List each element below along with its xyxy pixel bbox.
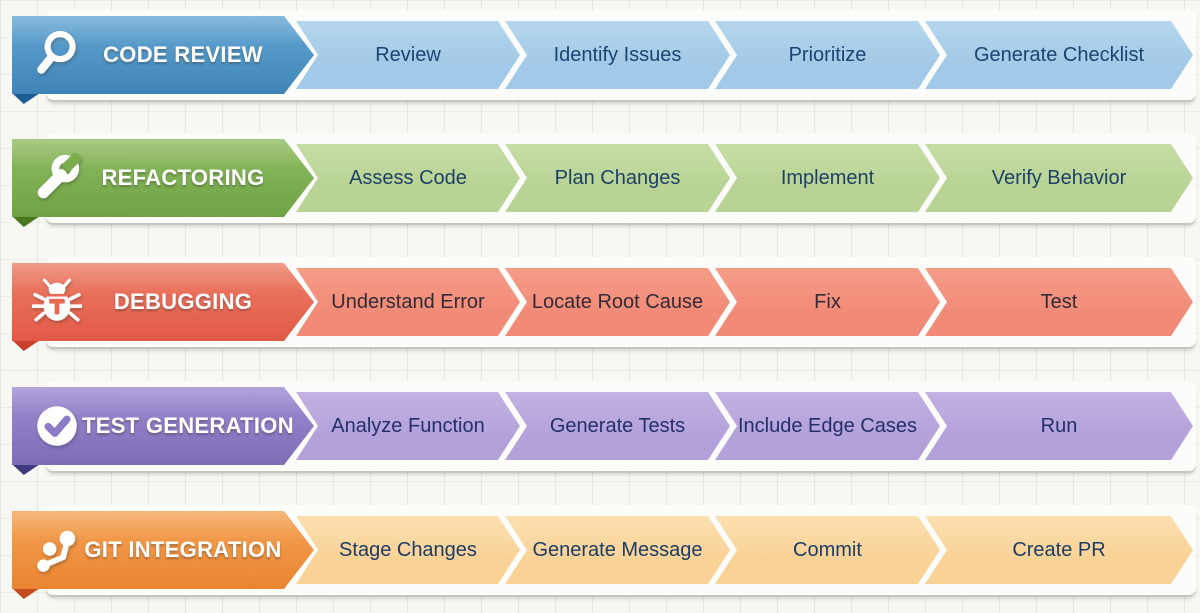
step-label: Run — [1040, 414, 1078, 437]
step: Include Edge Cases — [715, 392, 940, 460]
workflow-row-test-generation: TEST GENERATION Analyze Function Generat… — [0, 381, 1200, 481]
step-label: Implement — [780, 166, 875, 189]
step-label: Assess Code — [349, 166, 467, 189]
step: Stage Changes — [296, 516, 520, 584]
step: Run — [925, 392, 1193, 460]
step-label: Generate Tests — [549, 414, 686, 437]
header-debugging: DEBUGGING — [12, 263, 314, 341]
header-label: TEST GENERATION — [82, 413, 294, 438]
step: Create PR — [925, 516, 1193, 584]
wrench-icon — [32, 153, 82, 203]
step-label: Plan Changes — [554, 166, 681, 189]
workflow-row-refactoring: REFACTORING Assess Code Plan Changes Imp… — [0, 133, 1200, 233]
step-label: Test — [1040, 290, 1078, 313]
step-label: Locate Root Cause — [531, 290, 704, 313]
step-label: Verify Behavior — [991, 166, 1127, 189]
ribbon-fold — [12, 588, 40, 599]
header-label: REFACTORING — [101, 165, 265, 190]
step-label: Create PR — [1012, 538, 1106, 561]
header-label: DEBUGGING — [113, 289, 253, 314]
step: Generate Message — [505, 516, 730, 584]
step: Prioritize — [715, 21, 940, 89]
step: Verify Behavior — [925, 144, 1193, 212]
header-code-review: CODE REVIEW — [12, 16, 314, 94]
header-test-generation: TEST GENERATION — [12, 387, 314, 465]
header-label: CODE REVIEW — [103, 42, 263, 67]
step: Understand Error — [296, 268, 520, 336]
step: Analyze Function — [296, 392, 520, 460]
step-label: Understand Error — [331, 290, 485, 313]
step: Implement — [715, 144, 940, 212]
step: Locate Root Cause — [505, 268, 730, 336]
step-label: Fix — [814, 290, 841, 313]
step: Generate Tests — [505, 392, 730, 460]
check-circle-icon — [32, 401, 82, 451]
step-label: Analyze Function — [331, 414, 485, 437]
header-label: GIT INTEGRATION — [84, 537, 282, 562]
git-branch-icon — [32, 525, 82, 575]
step-label: Stage Changes — [339, 538, 477, 561]
workflow-row-git-integration: GIT INTEGRATION Stage Changes Generate M… — [0, 505, 1200, 605]
workflow-row-debugging: DEBUGGING Understand Error Locate Root C… — [0, 257, 1200, 357]
step: Test — [925, 268, 1193, 336]
step: Plan Changes — [505, 144, 730, 212]
bug-icon — [32, 277, 82, 327]
magnifier-icon — [32, 30, 82, 80]
ribbon-fold — [12, 340, 40, 351]
ribbon-fold — [12, 464, 40, 475]
header-git-integration: GIT INTEGRATION — [12, 511, 314, 589]
step: Assess Code — [296, 144, 520, 212]
ribbon-fold — [12, 216, 40, 227]
step-label: Review — [375, 43, 441, 66]
step-label: Include Edge Cases — [737, 414, 917, 437]
step-label: Commit — [793, 538, 862, 561]
step: Identify Issues — [505, 21, 730, 89]
header-refactoring: REFACTORING — [12, 139, 314, 217]
step-label: Prioritize — [788, 43, 867, 66]
step-label: Identify Issues — [553, 43, 682, 66]
step: Fix — [715, 268, 940, 336]
ribbon-fold — [12, 93, 40, 104]
step: Review — [296, 21, 520, 89]
step: Commit — [715, 516, 940, 584]
workflow-row-code-review: CODE REVIEW Review Identify Issues Prior… — [0, 10, 1200, 110]
step: Generate Checklist — [925, 21, 1193, 89]
step-label: Generate Checklist — [973, 43, 1145, 66]
step-label: Generate Message — [532, 538, 703, 561]
